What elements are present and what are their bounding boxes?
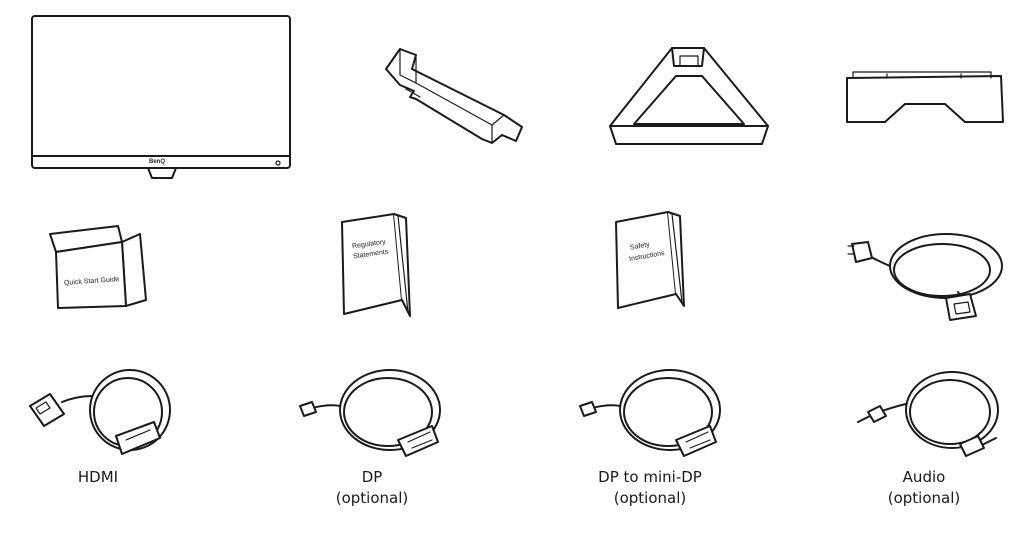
- cable-cover-illustration: [843, 68, 1005, 126]
- regulatory-statements-booklet: Regulatory Statements: [336, 212, 412, 320]
- dp-to-mini-dp-cable-illustration: [578, 366, 728, 462]
- dp-to-mini-dp-caption-optional: (optional): [613, 489, 687, 507]
- safety-instructions-booklet: Safety Instructions: [612, 210, 688, 310]
- dp-to-mini-dp-caption: DP to mini-DP (optional): [560, 467, 740, 509]
- dp-to-mini-dp-caption-title: DP to mini-DP: [598, 468, 702, 486]
- hdmi-cable-illustration: [26, 366, 176, 460]
- audio-cable-illustration: [856, 366, 1006, 462]
- dp-caption-optional: (optional): [335, 489, 409, 507]
- quick-start-guide-booklet: Quick Start Guide: [48, 224, 148, 310]
- stand-arm-illustration: [380, 45, 530, 150]
- dp-caption-title: DP: [361, 468, 383, 486]
- hdmi-caption-title: HDMI: [77, 468, 119, 486]
- audio-caption-optional: (optional): [887, 489, 961, 507]
- audio-caption: Audio (optional): [834, 467, 1014, 509]
- stand-base-illustration: [606, 42, 772, 150]
- monitor-logo: BenQ: [149, 159, 166, 165]
- monitor-illustration: BenQ: [30, 14, 292, 182]
- audio-caption-title: Audio: [902, 468, 946, 486]
- dp-caption: DP (optional): [282, 467, 462, 509]
- power-cord-illustration: [846, 222, 1010, 322]
- hdmi-caption: HDMI: [8, 467, 188, 488]
- dp-cable-illustration: [298, 366, 448, 462]
